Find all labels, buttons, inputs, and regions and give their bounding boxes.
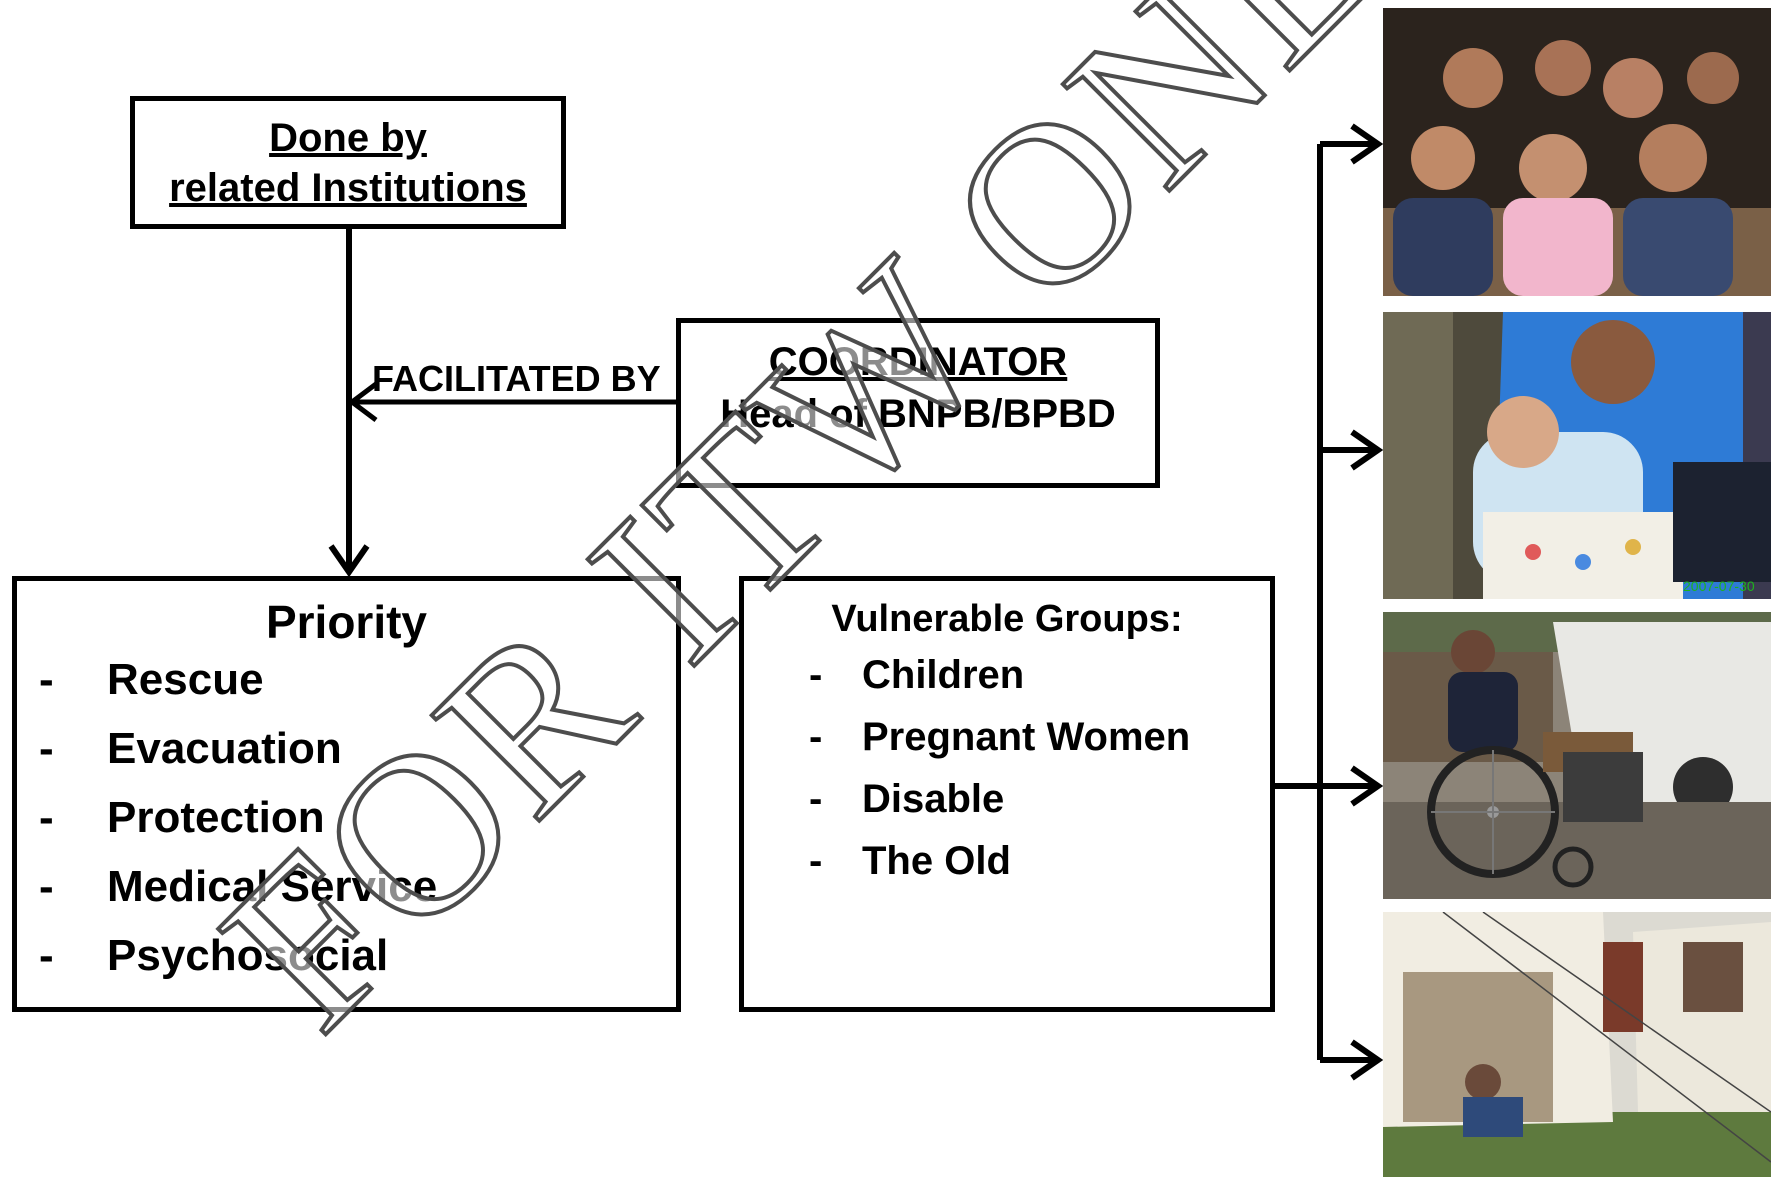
priority-box: Priority - Rescue - Evacuation - Protection… [12,576,681,1012]
priority-item-label: Evacuation [107,724,342,773]
photo-arrow-2-head [1350,429,1384,471]
photo-children [1383,8,1771,296]
priority-item: - Psychosocial [39,931,676,1000]
photo-timestamp: 2007-07-30 [1683,578,1755,594]
photo-wheelchair-art [1383,612,1771,899]
bullet-dash: - [809,715,823,759]
vulnerable-item: -The Old [809,839,1270,901]
photo-children-art [1383,8,1771,296]
vulnerable-item-label: The Old [862,839,1011,883]
vulnerable-item: -Children [809,653,1270,715]
bullet-dash: - [39,931,54,980]
vulnerable-item: -Pregnant Women [809,715,1270,777]
coordinator-box: COORDINATOR Head of BNPB/BPBD [676,318,1160,488]
photo-arrow-4-head [1350,1039,1384,1081]
photo-tents [1383,912,1771,1177]
priority-arrowhead [328,544,370,578]
facilitated-by-label: FACILITATED BY [372,358,661,399]
priority-item: - Protection [39,793,676,862]
bullet-dash: - [809,777,823,821]
done-by-box: Done by related Institutions [130,96,566,229]
photo-wheelchair [1383,612,1771,899]
priority-title: Priority [265,596,428,648]
vulnerable-groups-box: Vulnerable Groups: -Children -Pregnant W… [739,576,1275,1012]
bullet-dash: - [809,839,823,883]
priority-list: - Rescue - Evacuation - Protection - Medical… [39,655,676,1000]
done-by-line2: related Institutions [169,166,527,210]
photo-arrow-1-head [1350,123,1384,165]
bullet-dash: - [39,793,54,842]
priority-item-label: Rescue [107,655,264,704]
bullet-dash: - [39,724,54,773]
coordinator-title: COORDINATOR [768,340,1068,384]
done-by-line1: Done by [269,116,427,160]
photo-tents-art [1383,912,1771,1177]
photo-arrow-3-head [1350,765,1384,807]
priority-item-label: Psychosocial [107,931,389,980]
coordinator-arrowhead [347,382,378,422]
vulnerable-list: -Children -Pregnant Women -Disable -The … [809,653,1270,901]
bullet-dash: - [809,653,823,697]
vulnerable-title: Vulnerable Groups: [831,598,1183,640]
vulnerable-item: -Disable [809,777,1270,839]
photo-mother-baby-art: 2007-07-30 [1383,312,1771,599]
priority-item: - Medical Service [39,862,676,931]
bullet-dash: - [39,862,54,911]
bullet-dash: - [39,655,54,704]
vulnerable-item-label: Disable [862,777,1005,821]
priority-item: - Evacuation [39,724,676,793]
vulnerable-item-label: Pregnant Women [862,715,1191,759]
priority-item-label: Protection [107,793,325,842]
priority-item-label: Medical Service [107,862,438,911]
photo-mother-baby: 2007-07-30 [1383,312,1771,599]
priority-item: - Rescue [39,655,676,724]
vulnerable-item-label: Children [862,653,1025,697]
coordinator-subtitle: Head of BNPB/BPBD [720,392,1116,436]
